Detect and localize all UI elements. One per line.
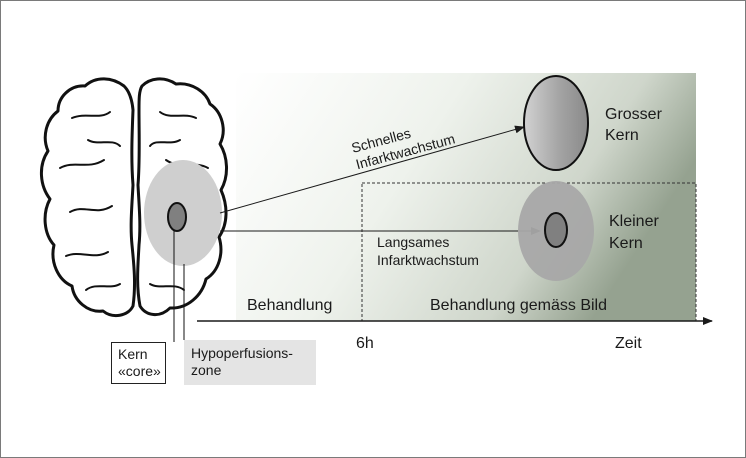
- large-core-label-line2: Kern: [605, 127, 639, 144]
- hypoperfusion-legend-box: Hypoperfusions- zone: [184, 340, 316, 385]
- timeline-panel: [236, 73, 696, 321]
- small-core-oval: [544, 212, 568, 248]
- core-legend-box: Kern «core»: [111, 342, 166, 384]
- left-hemisphere: [40, 77, 137, 318]
- core-legend-line1: Kern: [118, 346, 148, 362]
- core-legend-line2: «core»: [118, 363, 161, 379]
- time-axis-label: Zeit: [615, 335, 642, 352]
- small-core-label-line1: Kleiner: [609, 213, 659, 230]
- treatment-label: Behandlung: [247, 297, 332, 314]
- slow-growth-label-line2: Infarktwachstum: [377, 252, 479, 268]
- slow-growth-label-line1: Langsames: [377, 234, 449, 250]
- hypo-legend-line1: Hypoperfusions-: [191, 345, 293, 361]
- treatment-by-image-label: Behandlung gemäss Bild: [430, 297, 607, 314]
- infarct-core: [167, 202, 187, 232]
- large-core-oval: [523, 75, 589, 171]
- large-core-label-line1: Grosser: [605, 106, 663, 123]
- image-based-treatment-region: [361, 182, 697, 322]
- fast-growth-arrow: [219, 125, 525, 214]
- hypo-legend-line2: zone: [191, 362, 222, 378]
- time-6h-label: 6h: [356, 335, 374, 352]
- small-core-label-line2: Kern: [609, 235, 643, 252]
